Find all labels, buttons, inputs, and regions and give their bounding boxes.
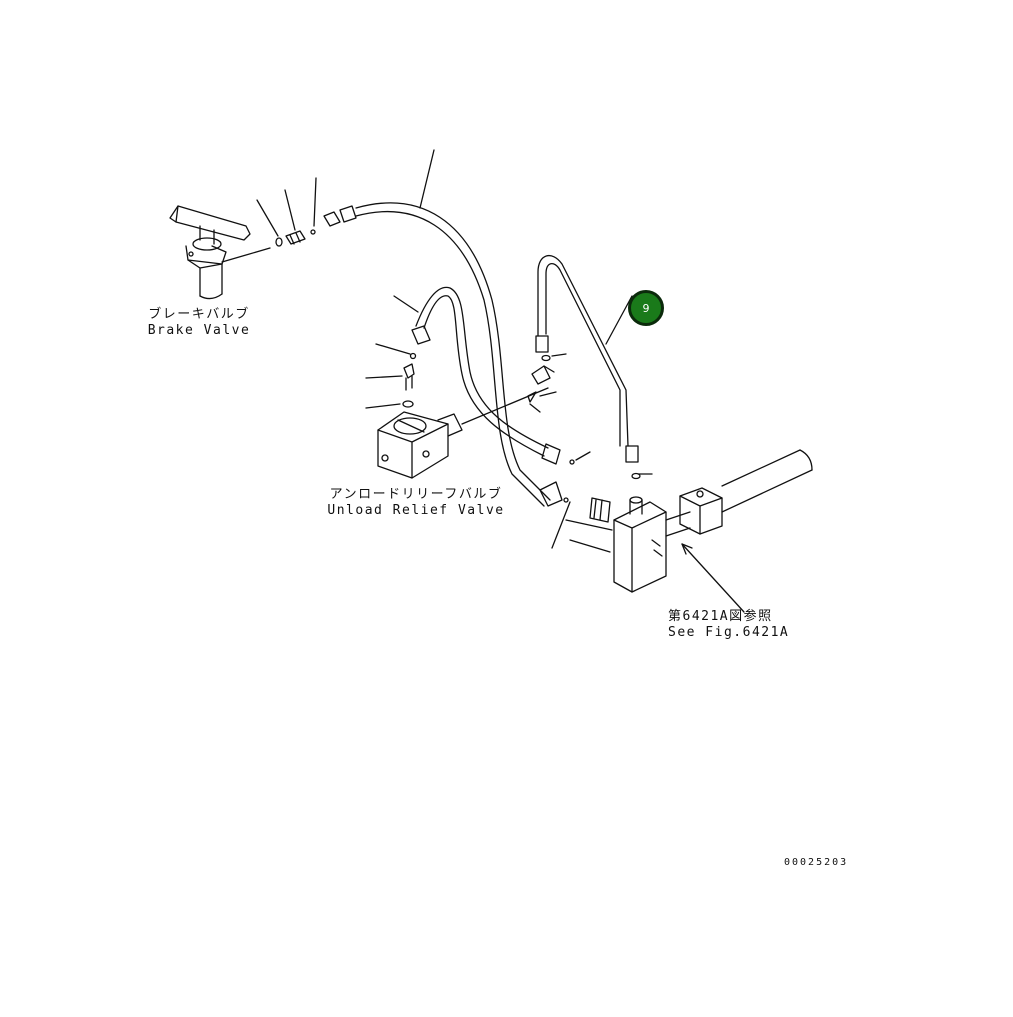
long-hose — [323, 149, 563, 507]
unload-relief-valve-label: アンロードリリーフバルブ Unload Relief Valve — [326, 487, 506, 519]
brake-valve-drawing — [169, 205, 271, 300]
brake-valve-label-jp: ブレーキバルブ — [148, 307, 250, 322]
see-figure-reference-en: See Fig.6421A — [668, 625, 790, 640]
part-callout-9[interactable]: 9 — [628, 290, 664, 326]
unload-relief-valve-label-en: Unload Relief Valve — [327, 503, 505, 518]
unload-relief-valve-label-jp: アンロードリリーフバルブ — [329, 487, 503, 502]
loop-pipe — [535, 254, 639, 463]
brake-valve-label-en: Brake Valve — [147, 323, 251, 338]
middle-hose — [393, 286, 561, 465]
see-figure-reference: 第6421A図参照 See Fig.6421A — [668, 609, 798, 641]
loop-pipe-fittings — [527, 353, 653, 503]
drawing-number: 00025203 — [784, 857, 849, 868]
manifold-block — [551, 449, 813, 613]
see-figure-reference-jp: 第6421A図参照 — [668, 609, 773, 624]
brake-valve-label: ブレーキバルブ Brake Valve — [140, 307, 258, 339]
brake-valve-fittings — [256, 177, 317, 247]
unload-valve-fittings — [365, 343, 417, 409]
unload-relief-valve-drawing — [377, 387, 549, 479]
